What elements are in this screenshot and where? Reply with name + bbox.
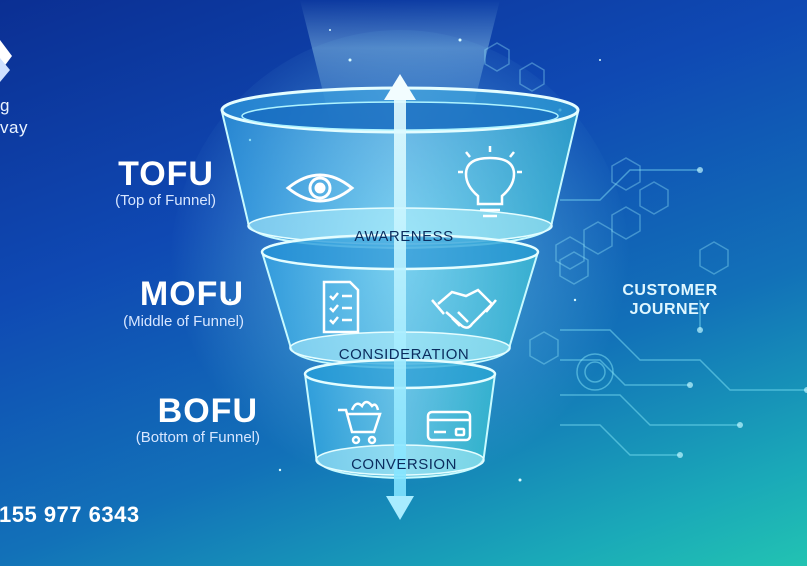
geometric-logo-mark <box>0 40 12 82</box>
journey-line1: CUSTOMER <box>622 282 718 299</box>
logo-text-line2: vay <box>0 118 28 137</box>
circuit-decoration <box>560 169 807 456</box>
customer-journey-label: CUSTOMER JOURNEY <box>600 281 740 319</box>
stage-subtitle-mofu: (Middle of Funnel) <box>123 313 244 330</box>
phone-number: 155 977 6343 <box>0 502 140 527</box>
journey-line2: JOURNEY <box>629 301 711 318</box>
stage-code-mofu: MOFU <box>139 275 244 313</box>
shopping-cart-icon <box>338 400 382 445</box>
credit-card-icon <box>426 410 472 442</box>
checklist-icon <box>322 280 360 334</box>
stage-code-bofu: BOFU <box>157 392 258 430</box>
stage-subtitle-tofu: (Top of Funnel) <box>115 192 216 209</box>
stage-code-tofu: TOFU <box>118 155 214 193</box>
tier-label-conversion: CONVERSION <box>351 456 457 473</box>
hexagon-decoration <box>484 42 729 365</box>
journey-arrow <box>384 74 416 520</box>
eye-icon <box>285 173 355 203</box>
handshake-icon <box>431 288 497 329</box>
lightbulb-icon <box>458 146 522 218</box>
tier-label-consideration: CONSIDERATION <box>339 346 469 363</box>
tier-label-awareness: AWARENESS <box>354 228 453 245</box>
logo-text-line1: g <box>0 96 10 115</box>
stage-subtitle-bofu: (Bottom of Funnel) <box>135 429 260 446</box>
